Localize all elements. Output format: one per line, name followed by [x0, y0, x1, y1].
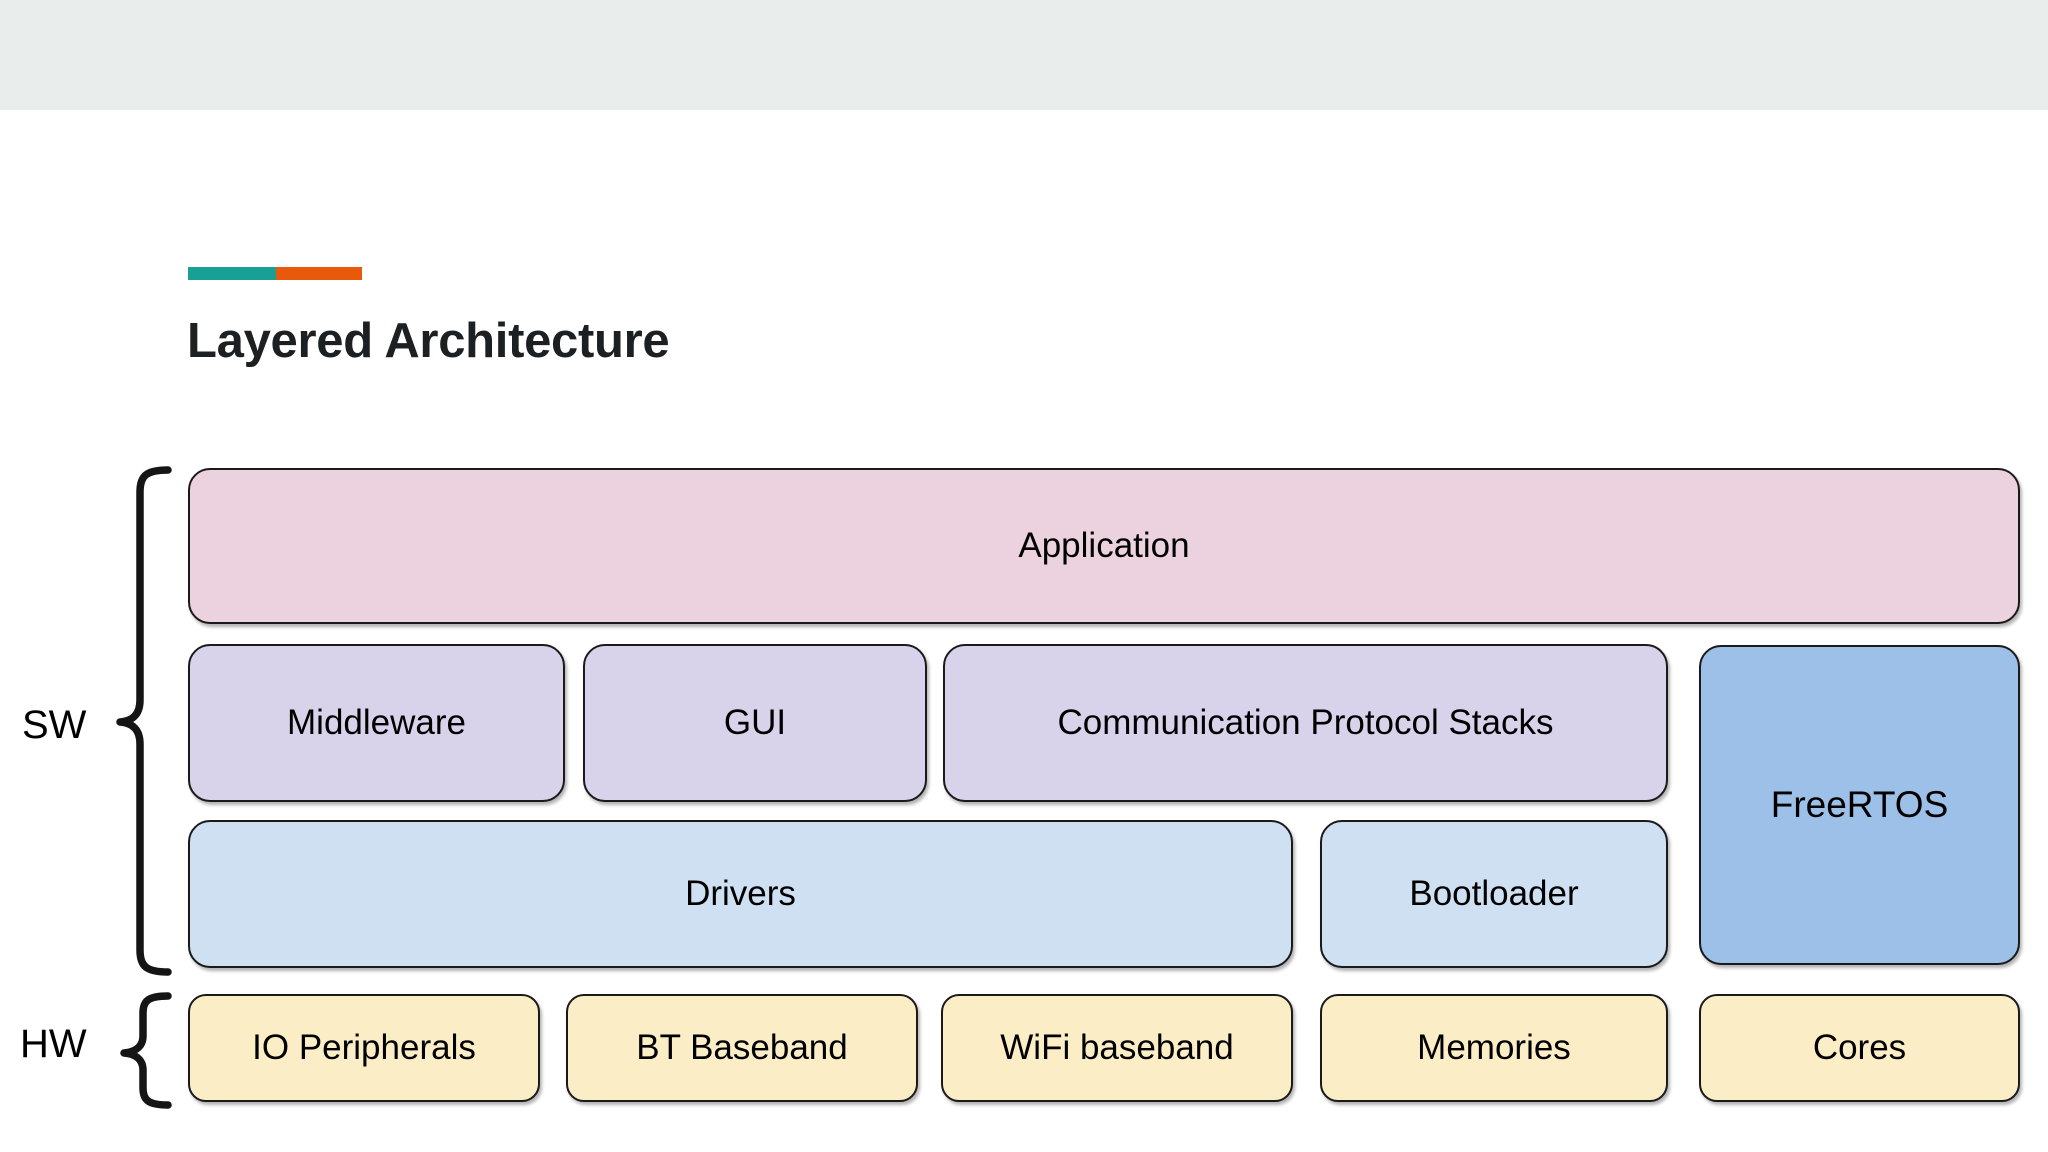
block-wifi-baseband[interactable]: WiFi baseband — [941, 994, 1293, 1102]
accent-bar-orange-segment — [276, 267, 362, 280]
block-memories[interactable]: Memories — [1320, 994, 1668, 1102]
page-title: Layered Architecture — [187, 314, 670, 368]
sw-brace-icon — [116, 466, 172, 976]
block-drivers[interactable]: Drivers — [188, 820, 1293, 968]
hw-brace-icon — [120, 992, 172, 1109]
block-cores[interactable]: Cores — [1699, 994, 2020, 1102]
block-communication-protocol-stacks[interactable]: Communication Protocol Stacks — [943, 644, 1668, 802]
block-application[interactable]: Application — [188, 468, 2020, 624]
block-io-peripherals[interactable]: IO Peripherals — [188, 994, 540, 1102]
slide-top-band — [0, 0, 2048, 110]
block-bt-baseband[interactable]: BT Baseband — [566, 994, 918, 1102]
sw-group-label: SW — [22, 703, 87, 747]
hw-group-label: HW — [20, 1022, 87, 1066]
block-freertos[interactable]: FreeRTOS — [1699, 645, 2020, 965]
accent-bar-teal-segment — [188, 267, 276, 280]
block-bootloader[interactable]: Bootloader — [1320, 820, 1668, 968]
title-accent-bar — [188, 267, 362, 280]
block-gui[interactable]: GUI — [583, 644, 927, 802]
block-middleware[interactable]: Middleware — [188, 644, 565, 802]
